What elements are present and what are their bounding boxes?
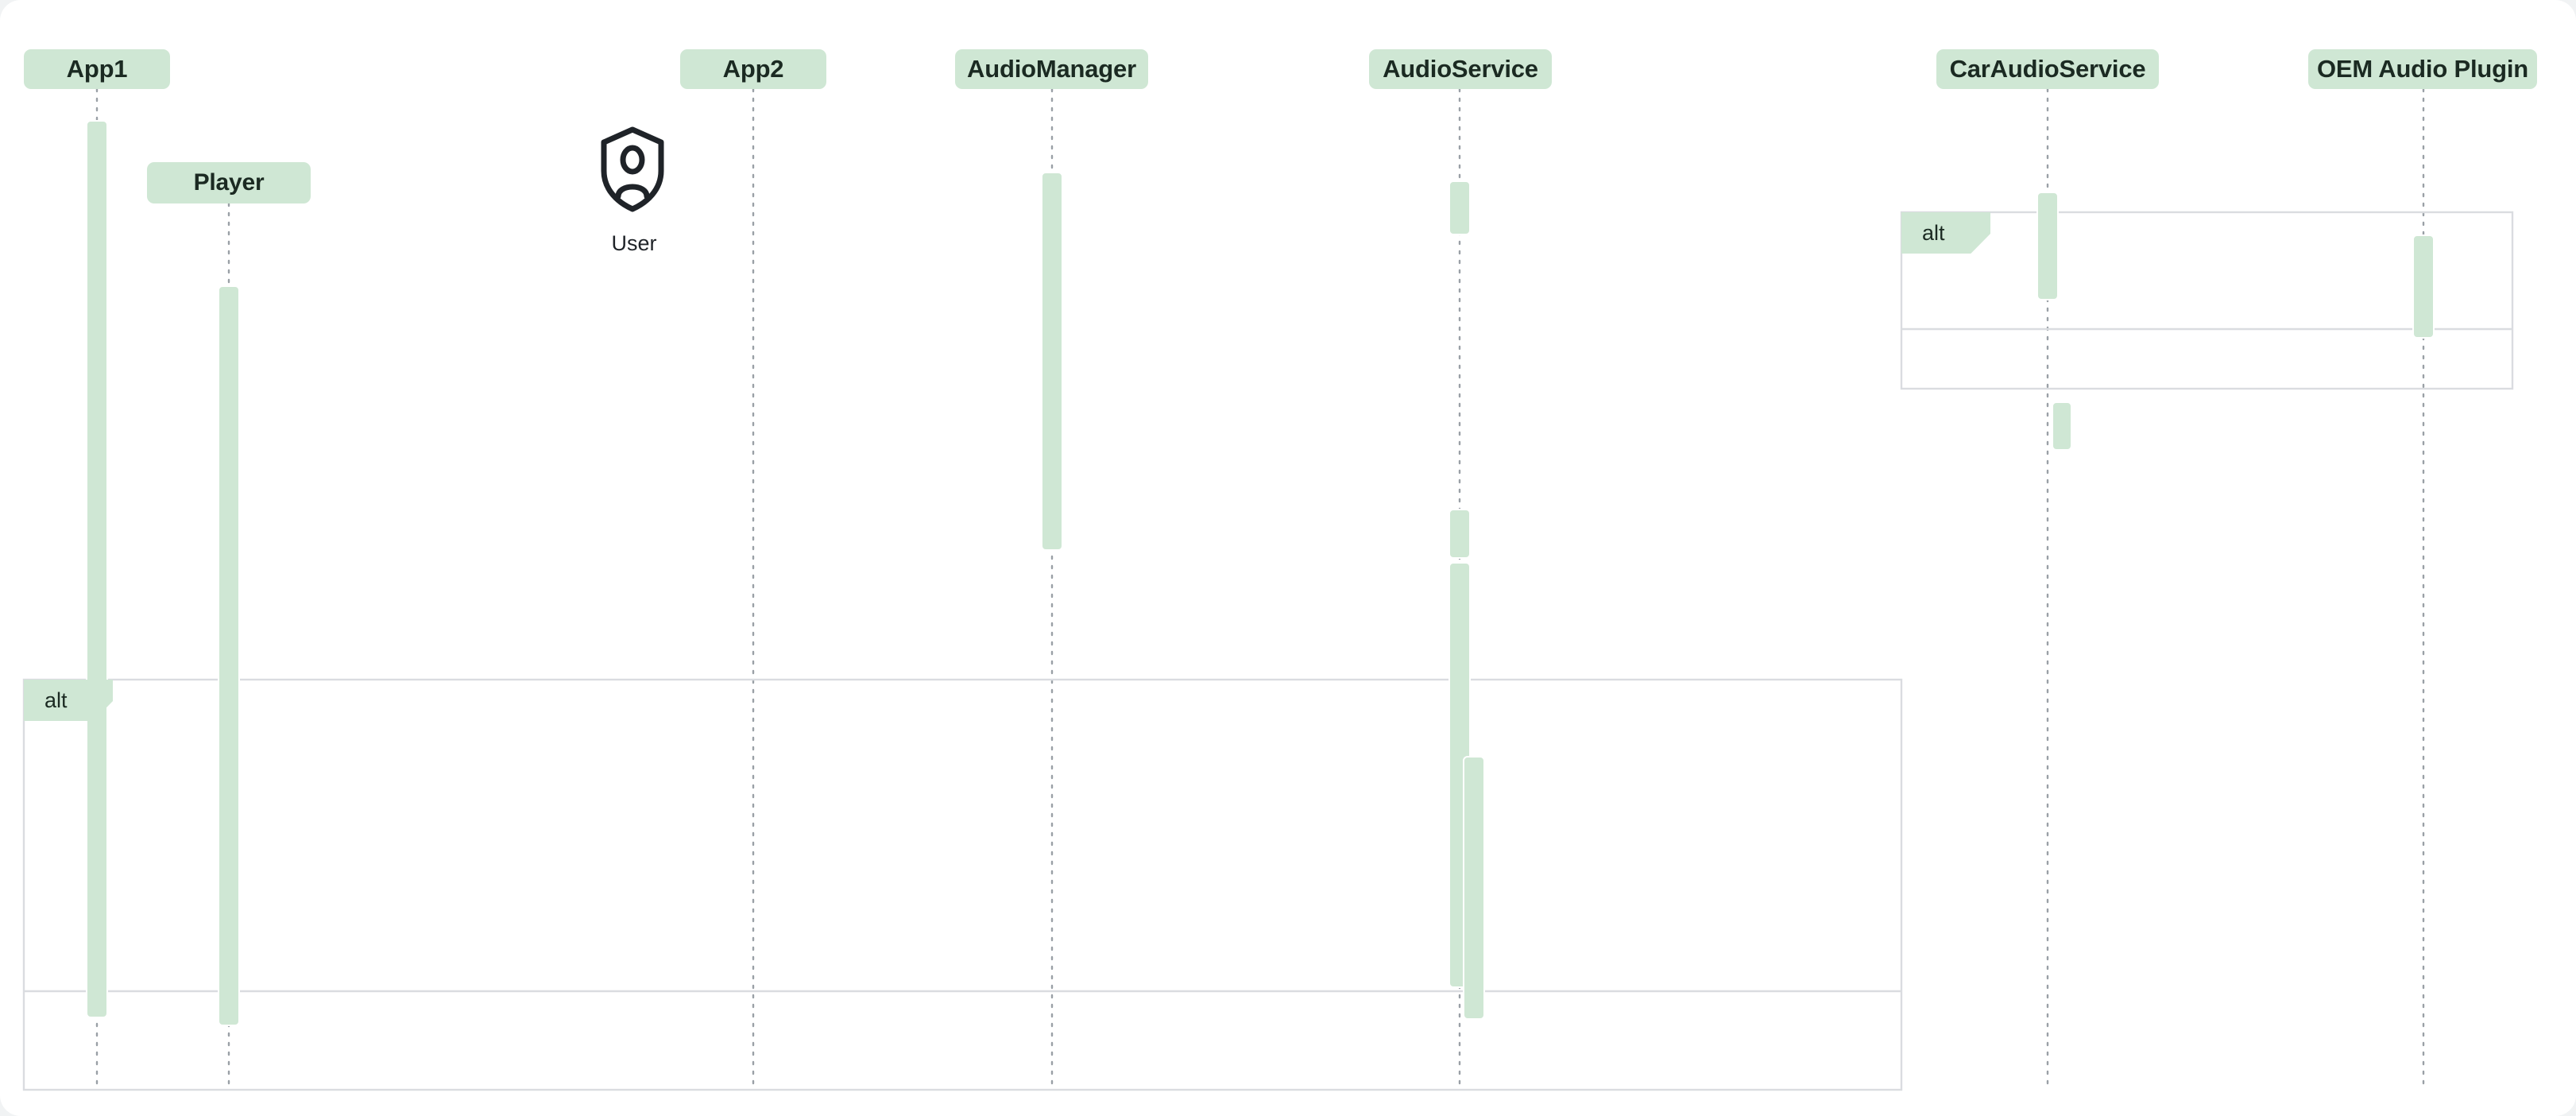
participant-app1[interactable]: App1 bbox=[24, 49, 170, 89]
fragment-label-alt-top: alt bbox=[1901, 212, 1990, 254]
participant-app2[interactable]: App2 bbox=[680, 49, 826, 89]
participant-audiomgr[interactable]: AudioManager bbox=[955, 49, 1148, 89]
participant-caraudiosvc[interactable]: CarAudioService bbox=[1936, 49, 2159, 89]
fragment-label-alt-bottom: alt bbox=[24, 680, 113, 721]
actor-label-user: User bbox=[611, 231, 657, 255]
participant-oem[interactable]: OEM Audio Plugin bbox=[2308, 49, 2537, 89]
participant-audiosvc[interactable]: AudioService bbox=[1369, 49, 1552, 89]
participant-player[interactable]: Player bbox=[147, 162, 311, 203]
